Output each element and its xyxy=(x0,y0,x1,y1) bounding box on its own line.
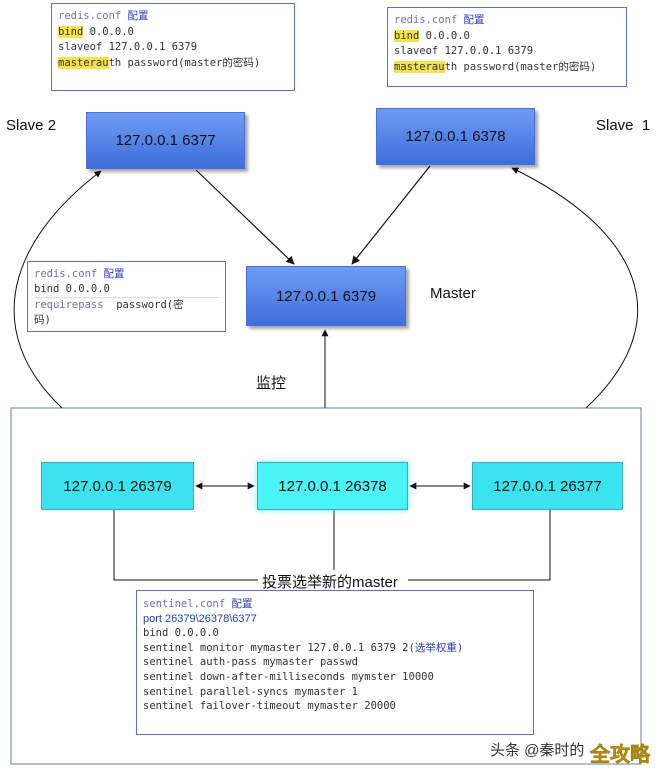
node-master: 127.0.0.1 6379 xyxy=(246,266,406,326)
watermark-gold: 全攻略 xyxy=(590,744,651,767)
slave1-bind-value: 0.0.0.0 xyxy=(419,29,470,42)
sentinel-failover: sentinel failover-timeout mymaster 20000 xyxy=(143,700,396,713)
sentinel-down: sentinel down-after-milliseconds mymster… xyxy=(143,670,434,683)
slave2-bind-value: 0.0.0.0 xyxy=(83,25,134,38)
sentinel-monitor-note: (选举权重) xyxy=(408,641,464,654)
sentinel-auth: sentinel auth-pass mymaster passwd xyxy=(143,656,358,669)
curve-sentinel-to-slave2 xyxy=(13,170,102,409)
slave2-config-box: redis.conf 配置 bind 0.0.0.0 slaveof 127.0… xyxy=(51,3,295,91)
master-requirepass-value: password(密 xyxy=(103,299,184,311)
node-slave2: 127.0.0.1 6377 xyxy=(86,112,245,169)
slave1-config-box: redis.conf 配置 bind 0.0.0.0 slaveof 127.0… xyxy=(387,7,627,87)
slave1-conf-file: redis.conf xyxy=(394,14,458,26)
master-config-box: redis.conf 配置 bind 0.0.0.0 requirepass p… xyxy=(27,261,226,332)
master-requirepass-key: requirepass xyxy=(34,299,104,311)
sentinel-port: port 26379\26378\6377 xyxy=(143,612,257,625)
slave1-masterauth-rest: th password(master的密码) xyxy=(444,60,597,73)
master-label: Master xyxy=(430,285,476,302)
sentinel-parallel: sentinel parallel-syncs mymaster 1 xyxy=(143,685,358,698)
slave2-masterauth-rest: th password(master的密码) xyxy=(108,56,261,69)
slave2-conf-file: redis.conf xyxy=(58,10,122,22)
sentinel-config-box: sentinel.conf 配置 port 26379\26378\6377 b… xyxy=(136,590,534,735)
slave1-slaveof: slaveof 127.0.0.1 6379 xyxy=(394,45,534,57)
slave2-conf-title: 配置 xyxy=(127,10,149,22)
vote-bracket xyxy=(113,510,551,581)
master-bind: bind 0.0.0.0 xyxy=(34,282,219,298)
watermark-text: 头条 @秦时的 xyxy=(490,742,585,759)
slave2-label: Slave 2 xyxy=(6,117,57,134)
node-sentinel-26378: 127.0.0.1 26378 xyxy=(257,462,408,510)
arrow-slave2-to-master xyxy=(195,169,295,265)
node-slave1: 127.0.0.1 6378 xyxy=(376,108,535,165)
vote-label: 投票选举新的master xyxy=(262,574,398,591)
curve-sentinel-to-slave1 xyxy=(511,167,638,409)
slave1-bind-key: bind xyxy=(394,29,420,42)
slave2-bind-key: bind xyxy=(58,25,84,38)
slave1-label: Slave 1 xyxy=(596,117,651,134)
monitor-label: 监控 xyxy=(256,375,287,392)
sentinel-conf-file: sentinel.conf xyxy=(143,598,226,610)
slave1-masterauth-hl: masterau xyxy=(394,60,445,73)
sentinel-group-frame xyxy=(10,407,642,765)
node-sentinel-26379: 127.0.0.1 26379 xyxy=(41,462,194,510)
sentinel-conf-title: 配置 xyxy=(231,598,253,610)
slave2-slaveof: slaveof 127.0.0.1 6379 xyxy=(58,41,198,53)
node-sentinel-26377: 127.0.0.1 26377 xyxy=(472,462,623,510)
slave1-conf-title: 配置 xyxy=(463,14,485,26)
slave2-masterauth-hl: masterau xyxy=(58,56,109,69)
arrow-slave1-to-master xyxy=(351,165,431,265)
master-requirepass-wrap: 码) xyxy=(34,314,51,326)
master-conf-title: 配置 xyxy=(103,268,125,280)
master-conf-file: redis.conf xyxy=(34,268,98,280)
sentinel-monitor: sentinel monitor mymaster 127.0.0.1 6379… xyxy=(143,641,409,654)
sentinel-bind: bind 0.0.0.0 xyxy=(143,627,219,640)
